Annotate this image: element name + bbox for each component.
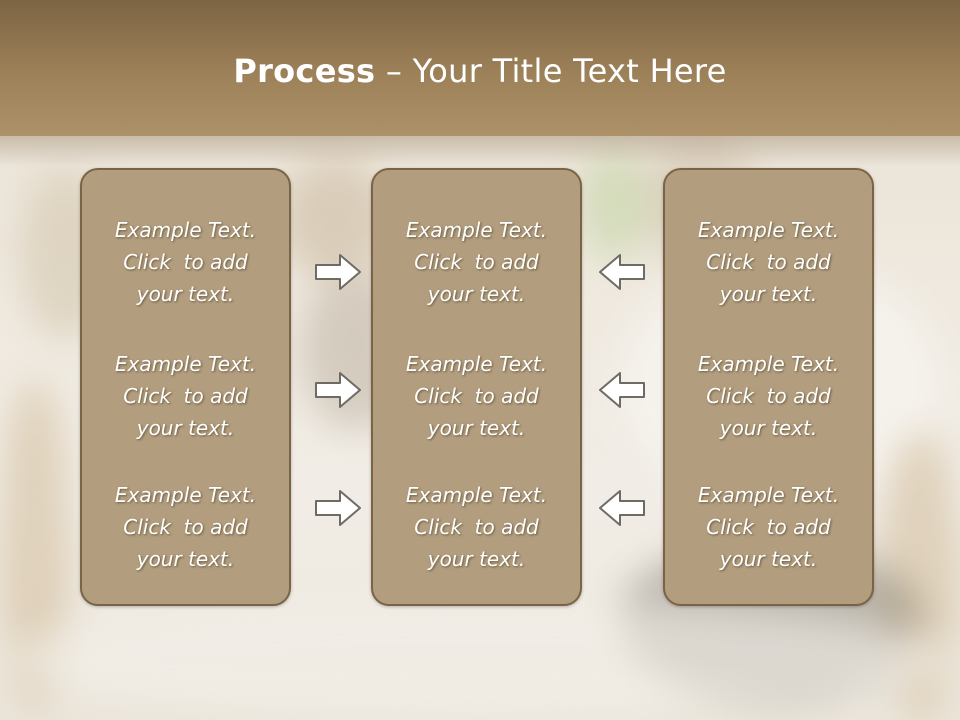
- title-bar-shadow: [0, 136, 960, 166]
- title-bar: [0, 0, 960, 136]
- left-arrow-icon: [599, 490, 645, 526]
- right-arrow-icon: [315, 490, 361, 526]
- left-arrow-icon: [599, 372, 645, 408]
- slide-title[interactable]: Process – Your Title Text Here: [0, 52, 960, 90]
- left-arrow-icon: [599, 254, 645, 290]
- right-arrow-icon: [315, 254, 361, 290]
- right-arrow-icon: [315, 372, 361, 408]
- title-bold: Process: [233, 52, 376, 90]
- title-rest: – Your Title Text Here: [375, 52, 727, 90]
